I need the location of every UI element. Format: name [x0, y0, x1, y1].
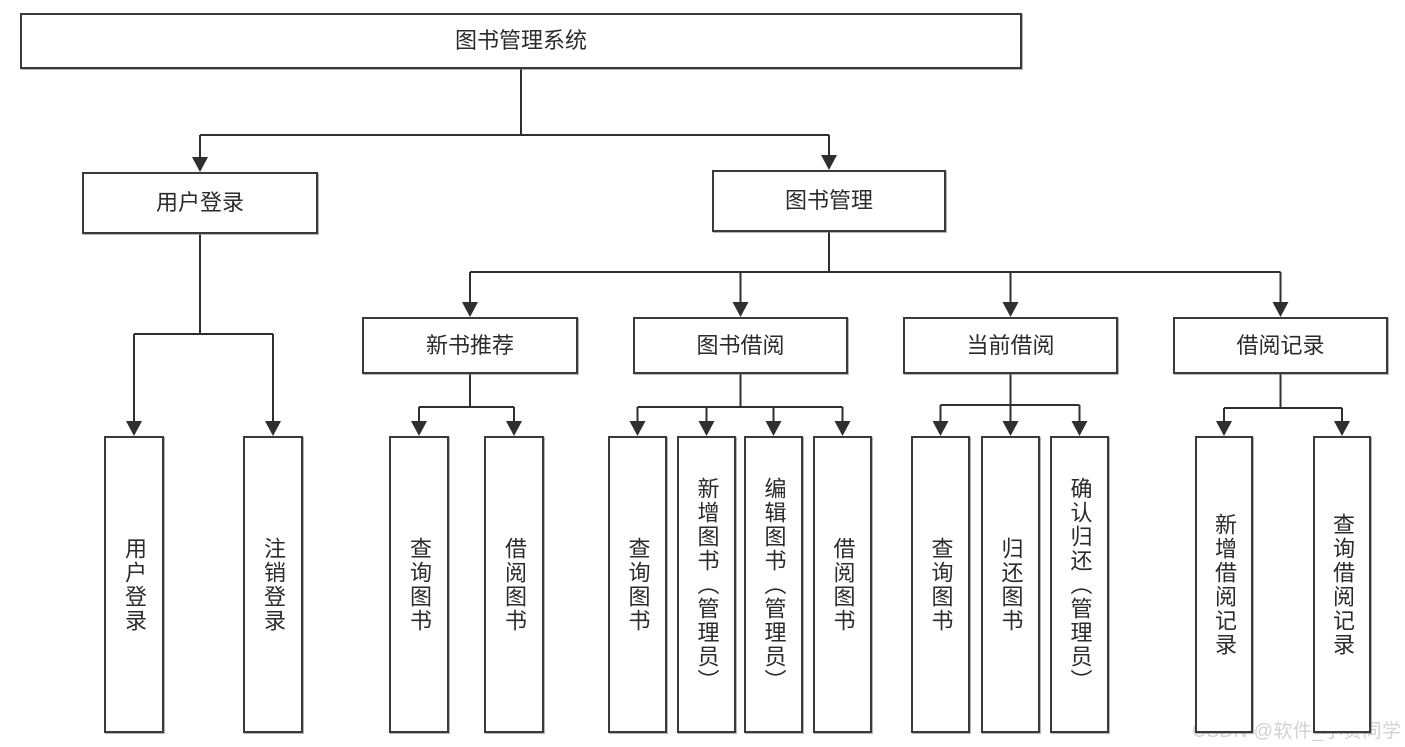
node-l-addrec[interactable]: 新增借阅记录: [1195, 436, 1253, 733]
node-l-b1[interactable]: 借阅图书: [484, 436, 544, 733]
node-label: 查询借阅记录: [1330, 512, 1355, 657]
node-bookmgmt[interactable]: 图书管理: [712, 170, 946, 232]
node-label: 借阅图书: [830, 536, 856, 633]
node-label: 新增借阅记录: [1212, 512, 1237, 657]
node-label: 注销登录: [261, 536, 286, 633]
node-label: 当前借阅: [966, 332, 1055, 358]
node-l-q1[interactable]: 查询图书: [389, 436, 449, 733]
node-l-q2[interactable]: 查询图书: [608, 436, 667, 733]
node-records[interactable]: 借阅记录: [1173, 317, 1388, 374]
node-label: 查询图书: [928, 536, 954, 633]
node-l-qrec[interactable]: 查询借阅记录: [1313, 436, 1371, 733]
node-l-login[interactable]: 用户登录: [104, 436, 164, 733]
node-l-confirm[interactable]: 确认归还（管理员）: [1050, 436, 1109, 733]
node-l-add[interactable]: 新增图书（管理员）: [677, 436, 736, 733]
node-label: 用户登录: [155, 190, 244, 216]
node-label: 用户登录: [122, 536, 147, 633]
node-label: 确认归还（管理员）: [1067, 476, 1093, 693]
node-l-q3[interactable]: 查询图书: [911, 436, 970, 733]
node-l-edit[interactable]: 编辑图书（管理员）: [744, 436, 803, 733]
node-label: 图书管理: [784, 188, 873, 214]
node-label: 图书借阅: [696, 332, 785, 358]
node-current[interactable]: 当前借阅: [903, 317, 1118, 374]
node-label: 归还图书: [998, 536, 1024, 633]
node-label: 借阅记录: [1236, 332, 1325, 358]
node-l-b2[interactable]: 借阅图书: [813, 436, 872, 733]
node-label: 查询图书: [407, 536, 432, 633]
node-label: 编辑图书（管理员）: [761, 476, 787, 693]
node-borrow[interactable]: 图书借阅: [633, 317, 848, 374]
node-label: 新书推荐: [425, 332, 514, 358]
node-l-logout[interactable]: 注销登录: [243, 436, 303, 733]
node-label: 图书管理系统: [454, 28, 587, 54]
node-label: 借阅图书: [502, 536, 527, 633]
node-label: 查询图书: [625, 536, 651, 633]
node-l-return[interactable]: 归还图书: [981, 436, 1040, 733]
node-root[interactable]: 图书管理系统: [20, 13, 1022, 69]
node-newrec[interactable]: 新书推荐: [362, 317, 578, 374]
node-label: 新增图书（管理员）: [694, 476, 720, 693]
node-login[interactable]: 用户登录: [82, 172, 318, 234]
